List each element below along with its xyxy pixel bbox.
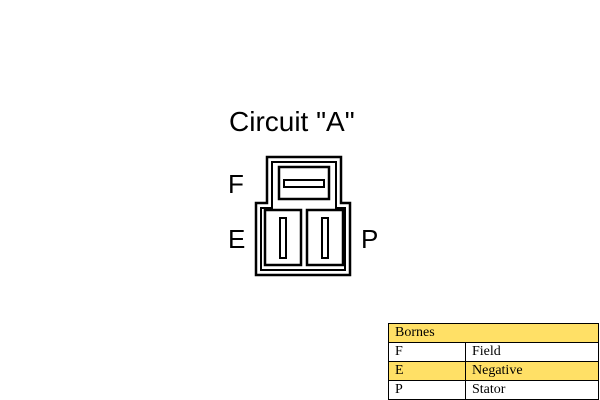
terminal-blade-p — [321, 217, 329, 259]
terminal-slot-f — [277, 165, 331, 201]
legend-header: Bornes — [388, 323, 599, 343]
legend-code: P — [388, 380, 466, 400]
legend-row: E Negative — [388, 361, 599, 381]
pin-label-p: P — [361, 224, 379, 254]
diagram-title: Circuit "A" — [229, 106, 355, 137]
pin-label-e: E — [228, 224, 246, 254]
pin-label-f: F — [228, 169, 244, 199]
connector-housing-inner — [260, 161, 346, 271]
legend-name: Negative — [465, 361, 599, 381]
legend-name: Stator — [465, 380, 599, 400]
terminal-slot-e — [263, 208, 303, 267]
terminal-blade-e — [279, 217, 287, 259]
legend-header-row: Bornes — [388, 323, 599, 343]
terminal-slot-p — [305, 208, 345, 267]
legend-code: F — [388, 342, 466, 362]
bornes-legend-table: Bornes F Field E Negative P Stator — [388, 323, 599, 400]
legend-code: E — [388, 361, 466, 381]
terminal-blade-f — [283, 179, 325, 188]
connector-housing-outer — [254, 155, 352, 277]
legend-row: P Stator — [388, 380, 599, 400]
legend-name: Field — [465, 342, 599, 362]
legend-row: F Field — [388, 342, 599, 362]
